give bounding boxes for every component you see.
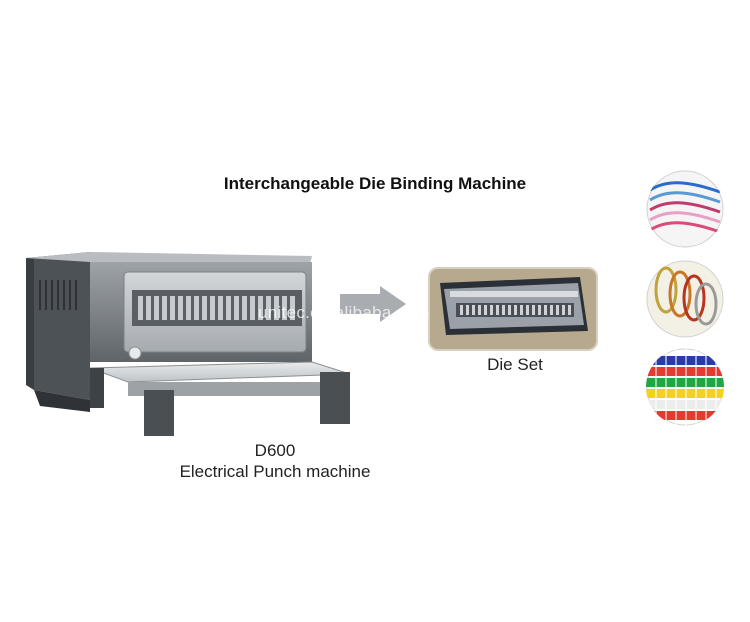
- machine-description: Electrical Punch machine: [179, 462, 371, 481]
- machine-caption: D600 Electrical Punch machine: [140, 440, 410, 482]
- watermark: unitec.en.alibaba.com: [258, 303, 430, 322]
- page-title: Interchangeable Die Binding Machine: [223, 174, 527, 193]
- die-set-icon: [440, 277, 588, 335]
- punch-machine-image: [26, 252, 351, 436]
- metal-coil-image: [646, 260, 724, 338]
- plastic-comb-image: [646, 348, 724, 426]
- die-set-caption: Die Set: [487, 355, 543, 374]
- arrow-right-icon: [340, 286, 406, 322]
- machine-model: D600: [254, 441, 296, 460]
- double-loop-wire-image: [646, 170, 724, 248]
- die-set-image: [428, 267, 598, 351]
